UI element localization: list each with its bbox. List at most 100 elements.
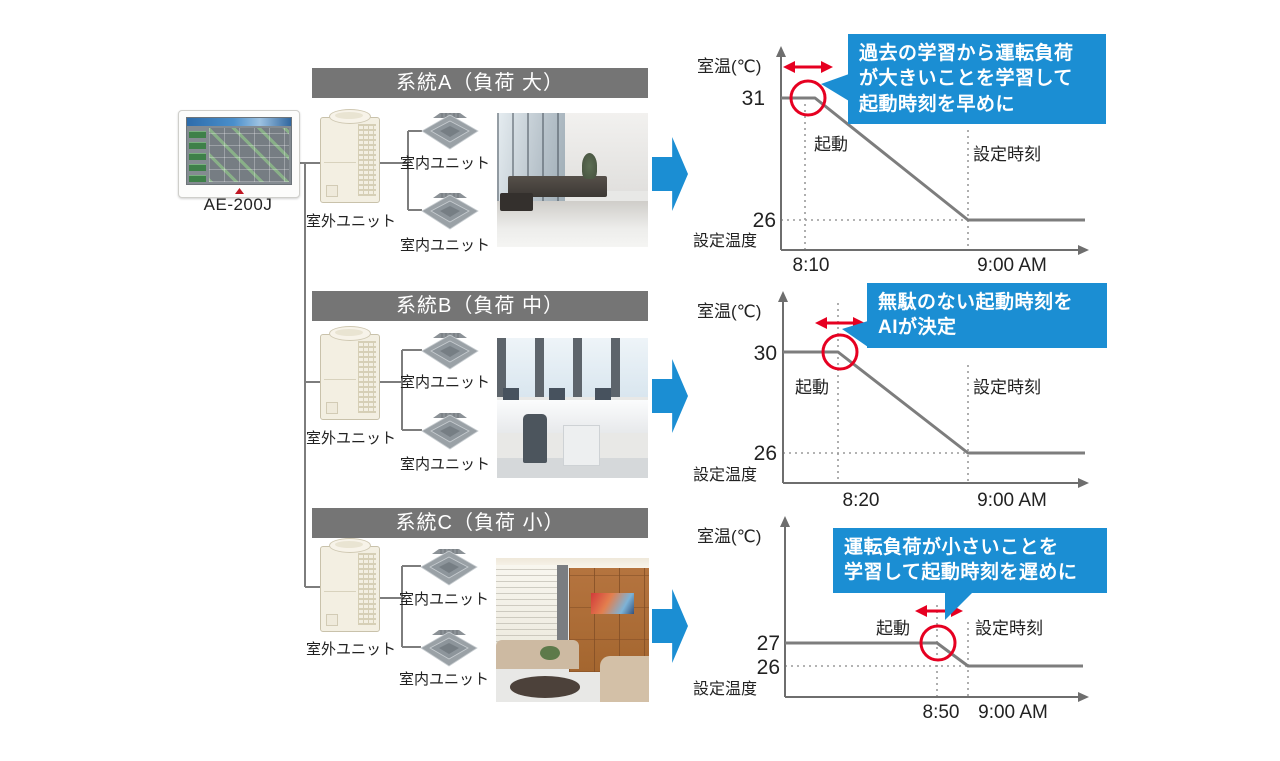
chart-a-setpoint-label: 設定温度 bbox=[693, 232, 757, 250]
photo-floor bbox=[497, 458, 648, 478]
chart-b-xaxis-arrowhead bbox=[1078, 478, 1089, 488]
outdoor-unit-seam bbox=[324, 379, 356, 380]
chart-b-shift-arrowhead-left bbox=[815, 317, 827, 329]
outdoor-unit-fan-inner bbox=[335, 329, 363, 336]
chart-b-setpoint-label: 設定温度 bbox=[693, 466, 757, 484]
chart-c-xtick-start: 8:50 bbox=[923, 702, 960, 723]
controller-model-label: AE-200J bbox=[203, 195, 273, 214]
chart-a-yaxis-arrowhead bbox=[776, 46, 786, 57]
indoor-unit-icon bbox=[420, 549, 478, 586]
chart-a-ytick-26: 26 bbox=[753, 209, 776, 232]
photo-sofa bbox=[496, 640, 579, 669]
chart-c-callout: 運転負荷が小さいことを 学習して起動時刻を遅めに bbox=[833, 528, 1107, 620]
chart-a-callout-line1: 過去の学習から運転負荷 bbox=[859, 43, 1074, 64]
photo-ceiling bbox=[496, 558, 649, 569]
outdoor-unit-seam bbox=[324, 162, 356, 163]
controller-screen-floorplan bbox=[209, 128, 289, 182]
photo-chair bbox=[522, 413, 547, 463]
chart-c-shift-arrowhead-left bbox=[915, 605, 927, 617]
system-b-photo bbox=[497, 338, 648, 478]
chart-b-dotted-lines bbox=[783, 303, 969, 483]
photo-plant bbox=[540, 645, 561, 661]
outdoor-unit-label: 室外ユニット bbox=[306, 641, 397, 658]
outdoor-unit-label: 室外ユニット bbox=[306, 430, 397, 447]
chart-b-yaxis-arrowhead bbox=[778, 291, 788, 302]
chart-a-ytick-31: 31 bbox=[742, 87, 765, 110]
chart-c-start-circle bbox=[919, 624, 957, 662]
chart-system-b: 室温(℃) 30 26 設定温度 起動 設定時刻 8:20 9:00 AM bbox=[693, 291, 1089, 511]
outdoor-unit-icon bbox=[320, 326, 380, 420]
chart-a-shift-arrowhead-left bbox=[783, 61, 795, 73]
chart-a-shift-arrowhead-right bbox=[821, 61, 833, 73]
chart-c-axes bbox=[784, 526, 1079, 698]
chart-b-callout-line2: AIが決定 bbox=[878, 317, 957, 339]
photo-plant bbox=[581, 153, 597, 179]
chart-system-a: 室温(℃) 31 26 設定温度 起動 設定時刻 8:10 9:00 AM bbox=[693, 46, 1089, 276]
outdoor-unit-seam bbox=[324, 591, 356, 592]
outdoor-unit-plate bbox=[326, 614, 338, 626]
photo-sofa bbox=[500, 193, 534, 211]
connection-lines-path bbox=[296, 130, 422, 648]
mitsubishi-logo-icon bbox=[235, 188, 244, 194]
chart-a-dotted-lines bbox=[781, 104, 969, 250]
chart-b-ytick-26: 26 bbox=[754, 442, 777, 465]
indoor-unit-label: 室内ユニット bbox=[399, 374, 490, 391]
photo-windows bbox=[497, 338, 648, 397]
chart-c-callout-line1: 運転負荷が小さいことを bbox=[844, 537, 1059, 558]
outdoor-unit-grille bbox=[358, 341, 376, 413]
photo-sofas bbox=[507, 175, 608, 198]
chart-b-temperature-line bbox=[783, 350, 1085, 455]
chart-c-ylabel: 室温(℃) bbox=[697, 527, 761, 546]
chart-b-start-label: 起動 bbox=[795, 378, 829, 397]
indoor-unit-label: 室内ユニット bbox=[398, 591, 489, 608]
chart-c-ytick-26: 26 bbox=[757, 656, 780, 679]
controller-screen-sidebar bbox=[189, 129, 206, 182]
chart-c-ytick-27: 27 bbox=[757, 632, 780, 655]
chart-a-xaxis-arrowhead bbox=[1078, 245, 1089, 255]
indoor-unit-icon bbox=[421, 413, 479, 450]
chart-b-ylabel: 室温(℃) bbox=[697, 302, 761, 321]
system-a-header: 系統A（負荷 大） bbox=[312, 68, 648, 98]
chart-b-callout: 無駄のない起動時刻を AIが決定 bbox=[842, 283, 1107, 348]
chart-a-start-label: 起動 bbox=[814, 135, 848, 154]
photo-curtain bbox=[557, 565, 568, 669]
chart-c-callout-line2: 学習して起動時刻を遅めに bbox=[844, 562, 1078, 584]
system-b-header: 系統B（負荷 中） bbox=[312, 291, 648, 321]
chart-a-callout-line3: 起動時刻を早めに bbox=[859, 93, 1016, 115]
outdoor-unit-icon bbox=[320, 109, 380, 203]
indoor-unit-label: 室内ユニット bbox=[399, 456, 490, 473]
chart-c-xtick-settime: 9:00 AM bbox=[978, 702, 1048, 723]
chart-c-start-label: 起動 bbox=[876, 619, 910, 638]
system-a-photo bbox=[497, 113, 648, 247]
chart-a-ylabel: 室温(℃) bbox=[697, 57, 761, 76]
outdoor-unit-plate bbox=[326, 185, 338, 197]
system-c-photo bbox=[496, 558, 649, 702]
outdoor-unit-label: 室外ユニット bbox=[306, 213, 397, 230]
chart-a-xtick-start: 8:10 bbox=[793, 255, 830, 276]
chart-b-xtick-settime: 9:00 AM bbox=[977, 490, 1047, 511]
indoor-unit-icon bbox=[421, 333, 479, 370]
chart-c-xaxis-arrowhead bbox=[1078, 692, 1089, 702]
indoor-unit-icon bbox=[421, 113, 479, 150]
outdoor-unit-fan-inner bbox=[335, 112, 363, 119]
chart-c-yaxis-arrowhead bbox=[780, 516, 790, 527]
chart-a-callout-line2: が大きいことを学習して bbox=[859, 68, 1073, 90]
chart-b-axes bbox=[782, 301, 1079, 484]
indoor-unit-label: 室内ユニット bbox=[398, 671, 489, 688]
outdoor-unit-plate bbox=[326, 402, 338, 414]
chart-b-xtick-start: 8:20 bbox=[843, 490, 880, 511]
chart-a-axes bbox=[780, 56, 1079, 251]
chart-b-settime-label: 設定時刻 bbox=[973, 378, 1041, 397]
chart-a-xtick-settime: 9:00 AM bbox=[977, 255, 1047, 276]
chart-a-callout-tail bbox=[821, 74, 849, 101]
photo-cabinet bbox=[563, 424, 601, 466]
photo-sofa bbox=[600, 655, 649, 702]
outdoor-unit-fan-inner bbox=[335, 541, 363, 548]
chart-b-callout-tail bbox=[842, 321, 868, 347]
controller-device bbox=[178, 110, 300, 198]
indoor-unit-label: 室内ユニット bbox=[399, 237, 490, 254]
chart-b-ytick-30: 30 bbox=[754, 342, 777, 365]
chart-a-settime-label: 設定時刻 bbox=[973, 145, 1041, 164]
controller-screen bbox=[186, 117, 292, 185]
